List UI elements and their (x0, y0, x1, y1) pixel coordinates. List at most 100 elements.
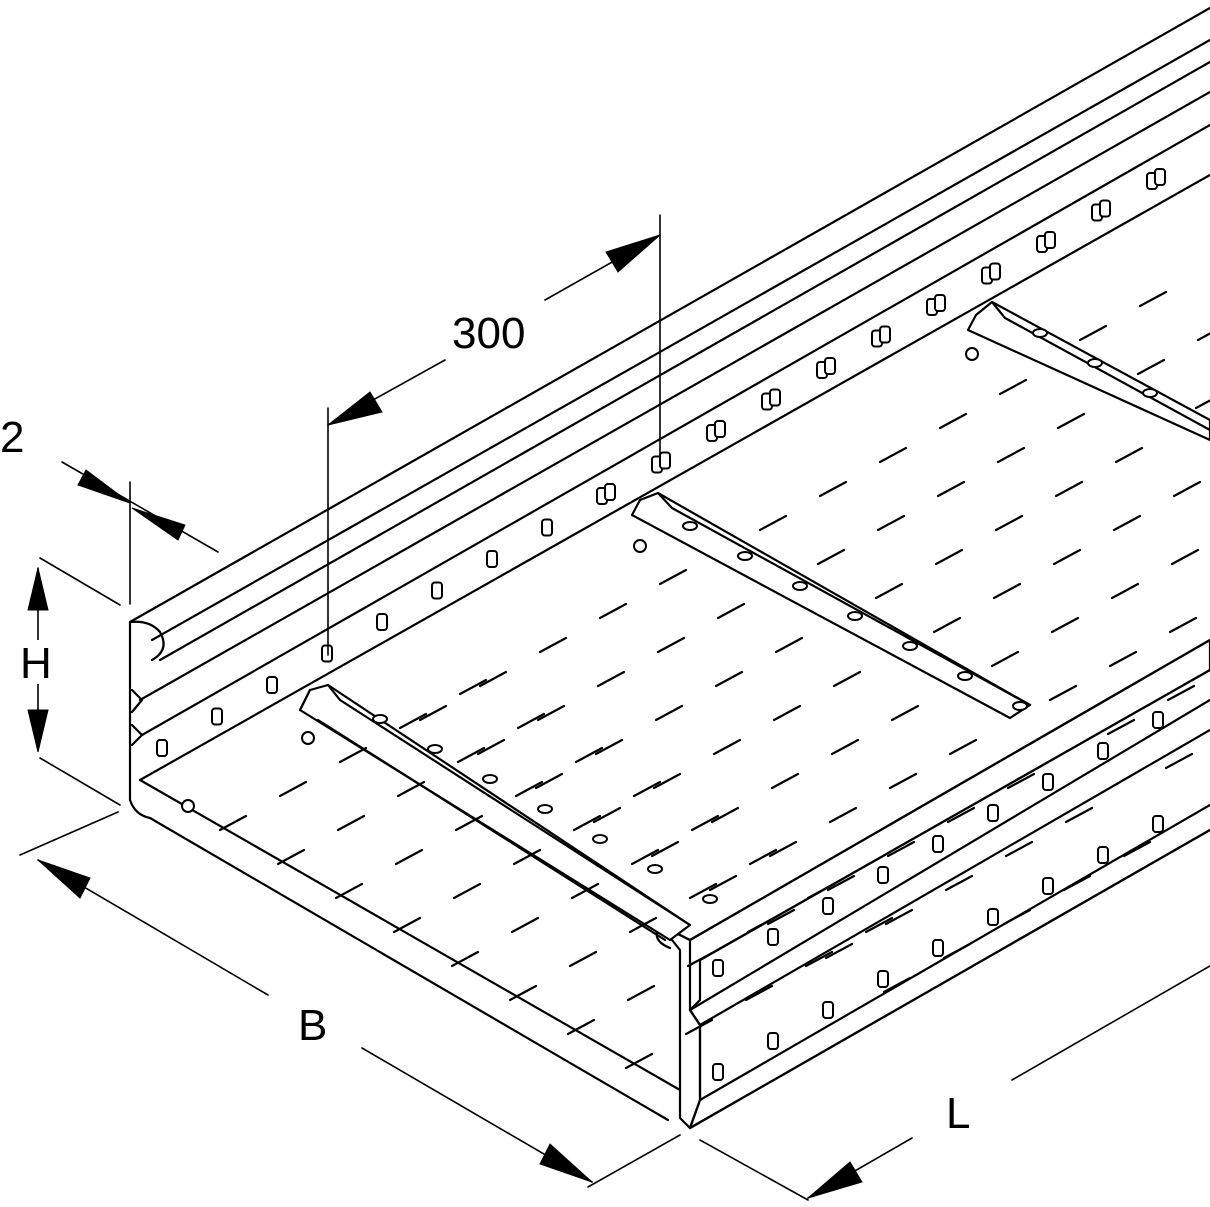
wall-hole (769, 388, 781, 407)
floor-slot (832, 670, 862, 688)
floor-slot (746, 916, 776, 934)
floor-slot (336, 814, 366, 832)
floor-slot (942, 942, 972, 960)
front-side-wall (655, 638, 1210, 1130)
floor-slot (1052, 548, 1082, 566)
floor-rivet (301, 731, 315, 745)
cross-bar-2 (630, 491, 1032, 720)
floor-slot (592, 806, 622, 824)
floor-slot (478, 670, 508, 688)
side-thickness-label: 2 (0, 413, 24, 462)
floor-slot (714, 670, 744, 688)
wall-hole (767, 928, 779, 946)
floor-slot (598, 602, 628, 620)
floor-slot (804, 950, 834, 968)
wall-hole (714, 420, 726, 438)
floor-slot (650, 840, 680, 858)
crossbar-hole (1032, 328, 1048, 338)
wall-hole (211, 707, 223, 726)
floor-slot (888, 772, 918, 790)
floor-slot (1114, 446, 1144, 464)
floor-slot (998, 378, 1028, 396)
floor-slot (768, 840, 798, 858)
crossbar-hole (482, 774, 498, 784)
floor-slot (1112, 514, 1142, 532)
floor-slot (514, 780, 544, 798)
length-label: L (946, 1089, 970, 1138)
wall-hole (989, 262, 1001, 281)
wall-hole (987, 908, 999, 926)
back-side-wall (128, 6, 1210, 802)
floor-slot (1106, 718, 1136, 736)
wall-hole (822, 1001, 834, 1019)
floor-slot (1108, 650, 1138, 668)
floor-slots (218, 290, 1210, 1070)
floor-slot (572, 814, 602, 832)
floor-slot (454, 814, 484, 832)
floor-slot (864, 916, 894, 934)
floor-slot (774, 636, 804, 654)
floor-slot (878, 446, 908, 464)
floor-slot (1056, 412, 1086, 430)
floor-rivet (181, 799, 195, 813)
floor-slot (1048, 684, 1078, 702)
floor-slot (630, 848, 660, 866)
floor-slot (944, 874, 974, 892)
floor-slot (534, 772, 564, 790)
floor-slot (1006, 772, 1036, 790)
wall-hole (934, 294, 946, 312)
wall-hole (1152, 711, 1164, 729)
side-thickness-dimension: 2 (0, 413, 219, 605)
floor-slot (594, 738, 624, 756)
wall-hole (376, 613, 388, 631)
floor-slot (570, 882, 600, 900)
floor-slot (994, 514, 1024, 532)
floor-slot (824, 942, 854, 960)
wall-hole (877, 866, 889, 884)
floor-slot (338, 746, 368, 764)
cross-bar-3 (966, 300, 1210, 442)
floor-slot (510, 916, 540, 934)
floor-slot (686, 950, 716, 968)
floor-rivet (633, 539, 647, 553)
floor-slot (938, 412, 968, 430)
floor-slot (566, 1018, 596, 1036)
crossbar-hole (427, 744, 443, 754)
front-wall-holes (712, 711, 1164, 1081)
back-wall-holes (156, 168, 1166, 757)
floor-slot (996, 446, 1026, 464)
wall-hole (1152, 815, 1164, 833)
wall-hole (932, 939, 944, 957)
floor-slot (876, 514, 906, 532)
floor-slot (748, 848, 778, 866)
wall-hole (712, 1063, 724, 1081)
floor-slot (624, 1052, 654, 1070)
floor-slot (936, 480, 966, 498)
floor-slot (574, 746, 604, 764)
floor-slot (884, 908, 914, 926)
crossbar-hole (682, 521, 698, 531)
spacing-label: 300 (452, 309, 525, 358)
wall-hole (486, 550, 498, 568)
height-label: H (20, 639, 52, 688)
floor-slot (766, 908, 796, 926)
floor-slot (538, 636, 568, 654)
floor-slot (712, 738, 742, 756)
floor-slot (654, 704, 684, 722)
floor-slot (276, 848, 306, 866)
floor-slot (508, 984, 538, 1002)
floor-slot (886, 840, 916, 858)
floor-slot (1004, 840, 1034, 858)
wall-hole (1154, 168, 1166, 186)
floor-slot (990, 650, 1020, 668)
floor-slot (458, 678, 488, 696)
wall-hole (1097, 846, 1109, 864)
floor-slot (512, 848, 542, 866)
floor-slot (744, 984, 774, 1002)
floor-slot (716, 602, 746, 620)
floor-slot (874, 582, 904, 600)
crossbar-hole (1012, 701, 1028, 711)
floor-slot (418, 704, 448, 722)
wall-hole (604, 483, 616, 501)
